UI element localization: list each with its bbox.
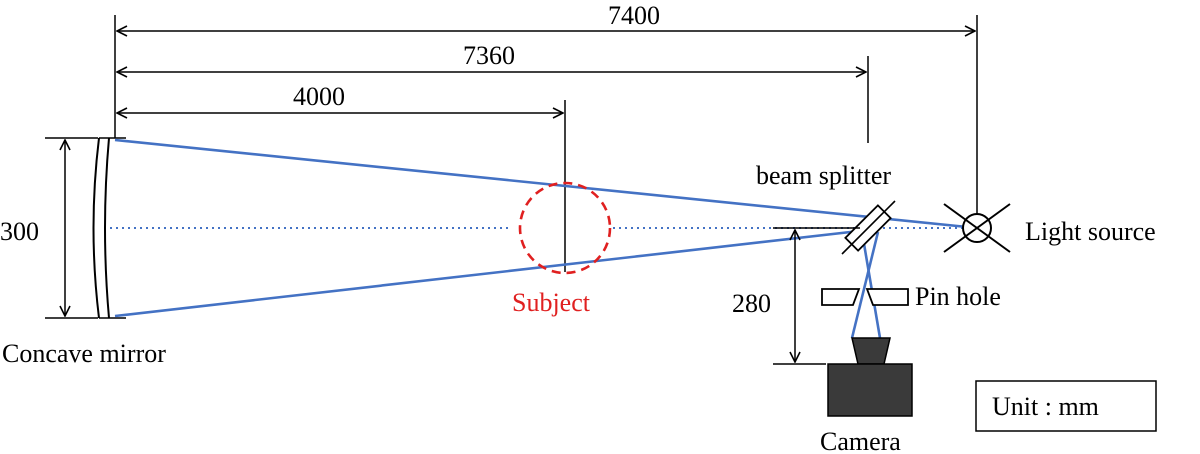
unit-label: Unit : mm [992,392,1099,421]
unit-box [975,380,1157,432]
concave-mirror-inner [104,137,110,319]
concave-mirror-outer [92,137,100,319]
beam-splitter-label: beam splitter [756,161,891,190]
beam-lower [114,228,869,318]
camera-label: Camera [820,427,901,454]
dimension-label-280: 280 [732,289,771,318]
dimension-label-7400: 7400 [608,1,660,30]
light-source-label: Light source [1025,217,1156,246]
camera-lens [851,337,891,365]
dimension-label-4000: 4000 [293,82,345,111]
pin-hole-right [865,288,909,306]
pin-hole-label: Pin hole [915,282,1001,311]
dimension-label-7360: 7360 [463,41,515,70]
beam-reflected-b [850,231,880,339]
concave-mirror-label: Concave mirror [2,339,166,368]
beam-reflected-a [860,231,882,339]
camera-body [827,363,913,417]
subject-circle [518,181,612,275]
light-source-cross-b [943,203,1011,253]
pin-hole-left [821,288,861,306]
beam-upper [114,138,978,230]
dimension-label-300: 300 [0,217,39,246]
subject-label: Subject [512,288,591,317]
beam-splitter-mirror-line [841,200,896,255]
